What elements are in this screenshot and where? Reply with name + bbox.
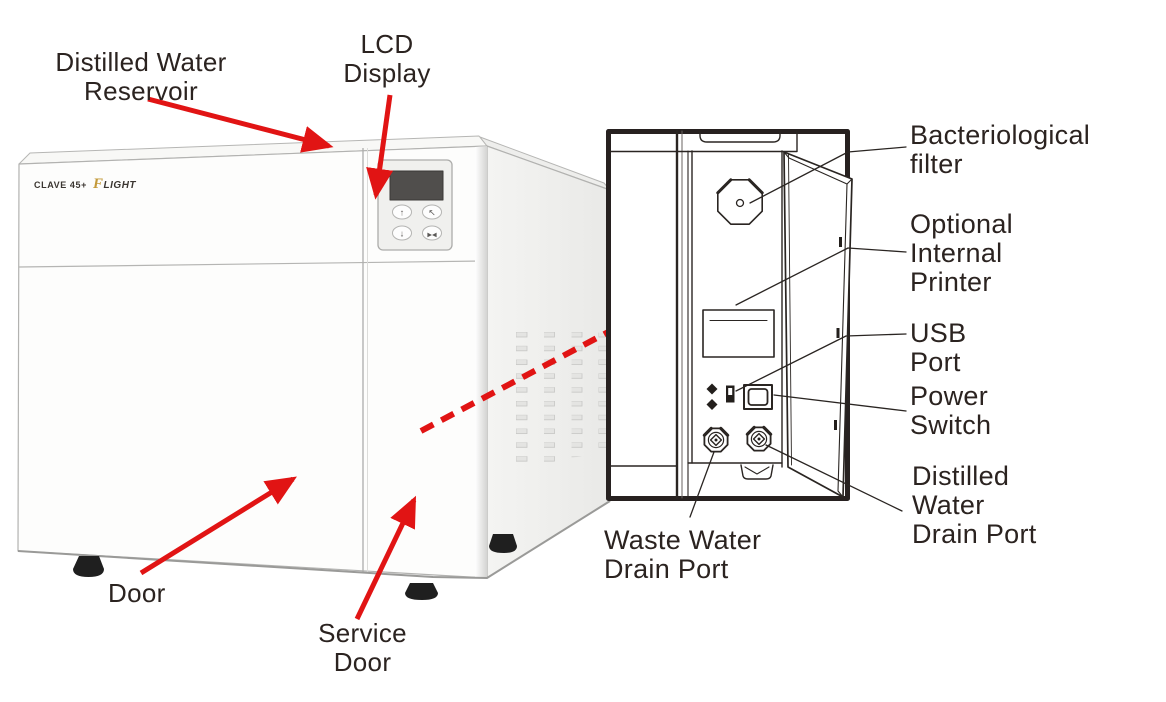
- connector-power-switch: [773, 394, 907, 412]
- door-hinge-slot-1: [839, 237, 842, 247]
- indicator-led-top: [706, 383, 718, 395]
- down-arrow-icon: ↓: [400, 229, 405, 239]
- arrow-distilled-water-reservoir: [147, 96, 334, 153]
- brand-model-text: CLAVE 45+: [34, 180, 88, 190]
- arrow-door: [139, 476, 297, 576]
- brand-logo-rest: LIGHT: [103, 180, 137, 191]
- label-distilled-water-drain-port: Distilled Water Drain Port: [912, 461, 1037, 550]
- front-corner-strip: [475, 146, 487, 578]
- foot-side-rear: [489, 534, 517, 553]
- foot-front-left: [73, 556, 104, 577]
- magnifier-dashed-line: [419, 327, 614, 434]
- label-waste-water-drain-port: Waste Water Drain Port: [604, 525, 762, 585]
- start-stop-button: [422, 225, 442, 241]
- autoclave-machine: ↑ ↖ ↓ ▶◀: [17, 135, 611, 600]
- callout-arrows: [139, 94, 417, 621]
- latch-recess: [740, 464, 774, 480]
- internal-printer: [702, 309, 775, 358]
- service-compartment-inset: [606, 129, 907, 518]
- door-hinge-slot-2: [836, 328, 840, 338]
- up-button: [392, 204, 412, 220]
- control-panel: ↑ ↖ ↓ ▶◀: [377, 159, 453, 251]
- indicator-led-bottom: [706, 399, 718, 410]
- down-button: [392, 225, 412, 241]
- lcd-screen: [389, 170, 444, 201]
- waste-water-drain-port: [702, 426, 730, 453]
- connector-internal-printer: [735, 247, 907, 306]
- up-arrow-icon: ↑: [400, 208, 405, 218]
- base-edge: [17, 500, 611, 579]
- connector-distilled-drain: [765, 444, 903, 512]
- bacteriological-filter: [716, 178, 764, 225]
- connector-usb-port: [735, 333, 907, 392]
- label-distilled-water-reservoir: Distilled Water Reservoir: [55, 47, 227, 107]
- connector-bacteriological-filter: [749, 146, 907, 204]
- label-door: Door: [108, 578, 166, 608]
- brand-logo: CLAVE 45+ FLIGHT: [34, 176, 136, 193]
- distilled-water-drain-port: [745, 425, 773, 452]
- power-switch: [743, 384, 773, 410]
- select-button: [422, 204, 442, 220]
- arrow-lcd-display: [366, 94, 394, 200]
- label-usb-port: USB Port: [910, 318, 967, 378]
- foot-front-right: [405, 583, 438, 600]
- valve-icon: ▶◀: [427, 233, 437, 239]
- label-connectors: [689, 146, 907, 518]
- open-service-door: [783, 151, 853, 498]
- label-power-switch: Power Switch: [910, 381, 992, 441]
- label-lcd-display: LCD Display: [343, 29, 431, 89]
- handle-recess: [699, 130, 781, 143]
- door-hinge-slot-3: [834, 420, 837, 430]
- brand-flight-logo: FLIGHT: [93, 176, 136, 193]
- front-split-line: [18, 260, 484, 268]
- label-service-door: Service Door: [318, 618, 407, 678]
- label-internal-printer: Optional Internal Printer: [910, 209, 1013, 298]
- usb-port: [726, 385, 735, 403]
- label-bacteriological-filter: Bacteriological filter: [910, 120, 1091, 180]
- brand-logo-f: F: [93, 176, 104, 192]
- cursor-icon: ↖: [428, 208, 436, 218]
- arrow-service-door: [354, 495, 417, 621]
- connector-waste-drain: [689, 451, 715, 518]
- vent-grid: [514, 328, 606, 470]
